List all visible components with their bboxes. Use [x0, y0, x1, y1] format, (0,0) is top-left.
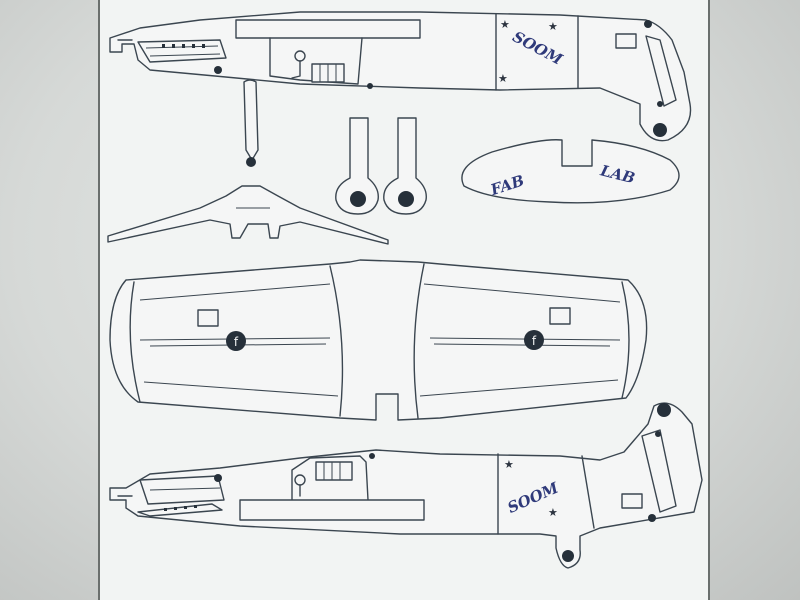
- window-dot: [184, 506, 187, 509]
- strut-hole: [398, 191, 414, 207]
- fuselage-side-top: ★ ★ ★ SOOM: [109, 11, 692, 142]
- pivot-hole: [644, 20, 652, 28]
- strut-left: [335, 117, 379, 215]
- pivot-hole: [214, 66, 222, 74]
- fuselage-side-bottom: ★ ★ SOOM: [109, 402, 703, 569]
- star-marking: ★: [500, 18, 510, 31]
- wing-slot: [235, 19, 421, 39]
- pivot-hole: [367, 83, 373, 89]
- aileron-marker: [549, 307, 571, 325]
- tail-window: [621, 493, 643, 509]
- tail-hole: [657, 403, 671, 417]
- star-marking: ★: [498, 72, 508, 85]
- strut-hole: [350, 191, 366, 207]
- star-marking: ★: [504, 458, 514, 471]
- window-dot: [182, 44, 185, 48]
- window-dot: [164, 508, 167, 511]
- window-dot: [194, 505, 197, 508]
- tail-hole: [653, 123, 667, 137]
- pivot-hole: [214, 474, 222, 482]
- window-dot: [192, 44, 195, 48]
- window-dot: [174, 507, 177, 510]
- window-dot: [162, 44, 165, 48]
- tail-window: [615, 33, 637, 49]
- pivot-hole: [655, 431, 661, 437]
- roundel-glyph: f: [234, 335, 239, 349]
- pivot-hole: [657, 101, 663, 107]
- window-dot: [172, 44, 175, 48]
- roundel-glyph: f: [532, 334, 537, 348]
- window-dot: [202, 44, 205, 48]
- pivot-hole: [648, 514, 656, 522]
- star-marking: ★: [548, 20, 558, 33]
- pivot-hole: [369, 453, 375, 459]
- wing-roundel-right: [524, 330, 544, 350]
- aileron-marker: [197, 309, 219, 327]
- wing-slot: [239, 499, 425, 521]
- prop-hub: [246, 157, 256, 167]
- cabin-window: [315, 461, 353, 481]
- tailplane-piece: FAB LAB: [461, 139, 680, 204]
- wing-roundel-left: [226, 331, 246, 351]
- star-marking: ★: [548, 506, 558, 519]
- propeller-piece: [107, 79, 389, 245]
- strut-right: [383, 117, 427, 215]
- main-wing: f f: [109, 259, 648, 421]
- wheel-hole: [562, 550, 574, 562]
